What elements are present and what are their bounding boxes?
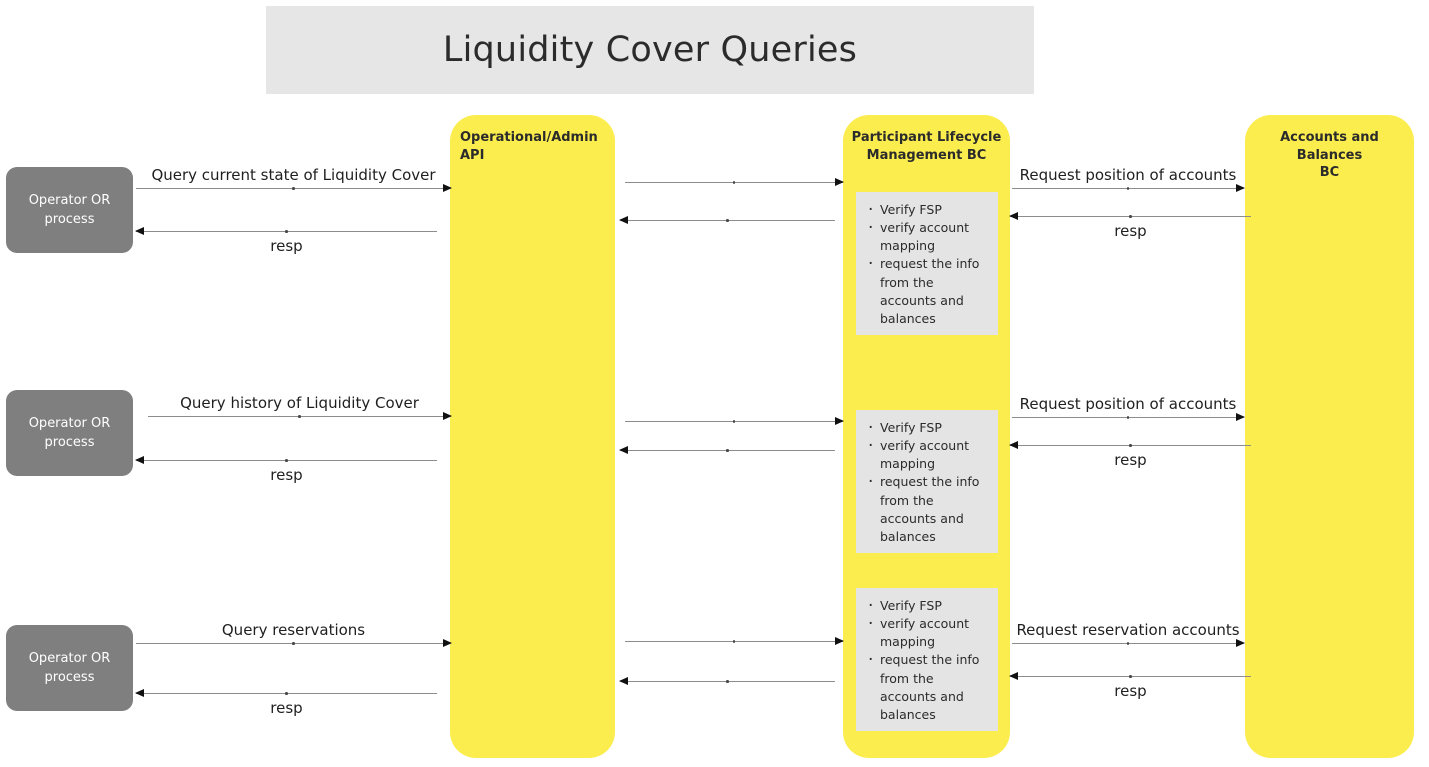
message-arrow-request-reservation-accounts: Request reservation accounts: [1012, 621, 1245, 648]
note-bullet-item: Verify FSP: [868, 595, 990, 617]
message-arrow-resp-3: resp: [135, 689, 437, 717]
note-box-1: Verify FSP verify account mapping reques…: [856, 192, 998, 335]
note-box-3: Verify FSP verify account mapping reques…: [856, 588, 998, 731]
actor-operator-or-process-1: Operator OR process: [6, 167, 133, 253]
arrow-head-left-icon: [619, 677, 628, 686]
note-bullet-list: Verify FSP verify account mapping reques…: [862, 417, 990, 546]
message-label: Request reservation accounts: [1016, 621, 1240, 639]
message-arrow-resp-ab-1: resp: [1009, 212, 1251, 240]
message-arrow-api-to-plm-2: [625, 417, 844, 426]
arrow-head-left-icon: [1009, 672, 1018, 681]
arrow-midpoint-dot: [1129, 215, 1132, 218]
note-box-2: Verify FSP verify account mapping reques…: [856, 410, 998, 553]
message-label: resp: [270, 699, 303, 717]
lifeline-label-participant-lifecycle-management-bc: Participant Lifecycle Management BC: [851, 130, 1002, 163]
arrow-midpoint-dot: [1129, 675, 1132, 678]
arrow-head-left-icon: [135, 227, 144, 236]
note-bullet-list: Verify FSP verify account mapping reques…: [862, 199, 990, 328]
message-label: resp: [1114, 451, 1147, 469]
message-label: Query reservations: [221, 621, 366, 639]
message-arrow-query-history: Query history of Liquidity Cover: [148, 394, 452, 421]
note-bullet-item: request the info from the accounts and b…: [868, 649, 990, 724]
message-label: resp: [270, 466, 303, 484]
arrow-head-right-icon: [443, 184, 452, 193]
arrow-midpoint-dot: [1126, 642, 1130, 645]
message-arrow-query-reservations: Query reservations: [136, 621, 452, 648]
message-arrow-plm-to-api-resp-2: [619, 446, 835, 455]
arrow-head-right-icon: [835, 637, 844, 646]
message-arrow-resp-1: resp: [135, 227, 437, 255]
arrow-midpoint-dot: [1126, 416, 1130, 419]
message-label: Query current state of Liquidity Cover: [151, 166, 436, 184]
message-arrow-request-position-of-accounts-2: Request position of accounts: [1012, 395, 1245, 422]
arrow-head-left-icon: [619, 216, 628, 225]
note-bullet-item: verify account mapping: [868, 613, 990, 651]
message-arrow-resp-ab-2: resp: [1009, 441, 1251, 469]
message-arrow-request-position-of-accounts-1: Request position of accounts: [1012, 166, 1245, 193]
arrow-head-left-icon: [1009, 441, 1018, 450]
lifeline-accounts-and-balances-bc: Accounts and Balances BC: [1245, 115, 1414, 758]
message-arrow-plm-to-api-resp-1: [619, 216, 835, 225]
arrow-head-right-icon: [1236, 184, 1245, 193]
arrow-midpoint-dot: [732, 640, 736, 643]
message-label: resp: [1114, 222, 1147, 240]
arrow-midpoint-dot: [732, 420, 736, 423]
arrow-head-right-icon: [835, 417, 844, 426]
arrow-midpoint-dot: [285, 692, 288, 695]
arrow-midpoint-dot: [726, 449, 729, 452]
arrow-midpoint-dot: [726, 219, 729, 222]
arrow-midpoint-dot: [726, 680, 729, 683]
actor-label: Operator OR process: [28, 650, 111, 686]
message-arrow-query-current-state: Query current state of Liquidity Cover: [136, 166, 452, 193]
diagram-title-banner: Liquidity Cover Queries: [266, 6, 1034, 94]
note-bullet-item: Verify FSP: [868, 417, 990, 439]
arrow-head-left-icon: [1009, 212, 1018, 221]
arrow-head-left-icon: [135, 689, 144, 698]
arrow-midpoint-dot: [292, 187, 295, 190]
lifeline-label-operational-admin-api: Operational/Admin API: [460, 130, 598, 163]
message-label: Request position of accounts: [1019, 166, 1237, 184]
message-arrow-api-to-plm-3: [625, 637, 844, 646]
arrow-head-right-icon: [443, 412, 452, 421]
lifeline-label-accounts-and-balances-bc: Accounts and Balances BC: [1280, 130, 1379, 181]
message-arrow-resp-ab-3: resp: [1009, 672, 1251, 700]
arrow-head-right-icon: [1236, 639, 1245, 648]
note-bullet-item: request the info from the accounts and b…: [868, 253, 990, 328]
arrow-midpoint-dot: [732, 181, 736, 184]
message-label: resp: [270, 237, 303, 255]
arrow-head-right-icon: [443, 639, 452, 648]
page-title: Liquidity Cover Queries: [442, 30, 858, 70]
arrow-head-right-icon: [1236, 413, 1245, 422]
note-bullet-item: request the info from the accounts and b…: [868, 471, 990, 546]
lifeline-operational-admin-api: Operational/Admin API: [450, 115, 615, 758]
arrow-midpoint-dot: [285, 459, 288, 462]
actor-label: Operator OR process: [28, 415, 111, 451]
arrow-head-left-icon: [135, 456, 144, 465]
note-bullet-item: verify account mapping: [868, 435, 990, 473]
arrow-midpoint-dot: [1129, 444, 1132, 447]
note-bullet-item: Verify FSP: [868, 199, 990, 221]
message-label: Request position of accounts: [1019, 395, 1237, 413]
arrow-midpoint-dot: [1126, 187, 1130, 190]
message-arrow-plm-to-api-resp-3: [619, 677, 835, 686]
note-bullet-item: verify account mapping: [868, 217, 990, 255]
actor-operator-or-process-3: Operator OR process: [6, 625, 133, 711]
note-bullet-list: Verify FSP verify account mapping reques…: [862, 595, 990, 724]
message-label: resp: [1114, 682, 1147, 700]
arrow-head-left-icon: [619, 446, 628, 455]
actor-operator-or-process-2: Operator OR process: [6, 390, 133, 476]
message-arrow-resp-2: resp: [135, 456, 437, 484]
actor-label: Operator OR process: [28, 192, 111, 228]
arrow-midpoint-dot: [292, 642, 295, 645]
message-label: Query history of Liquidity Cover: [180, 394, 419, 412]
message-arrow-api-to-plm-1: [625, 178, 844, 187]
arrow-midpoint-dot: [285, 230, 288, 233]
arrow-midpoint-dot: [298, 415, 301, 418]
arrow-head-right-icon: [835, 178, 844, 187]
